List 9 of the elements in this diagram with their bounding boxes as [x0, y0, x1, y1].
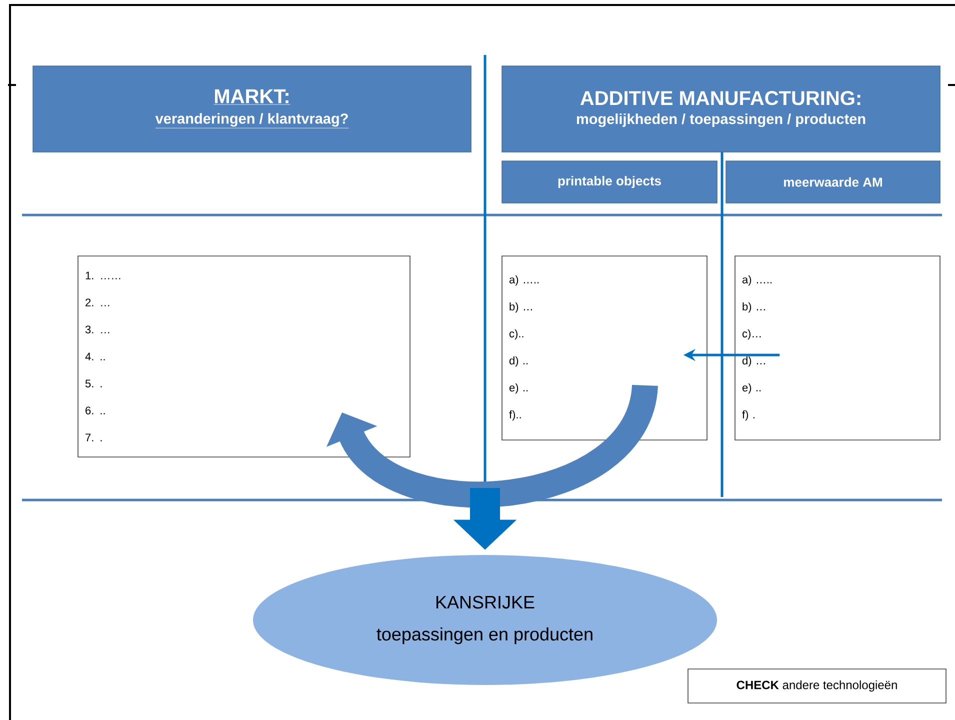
list-box: a) ….. b) … c)… d) … e) .. f) .: [734, 256, 940, 440]
arrow: [326, 382, 658, 508]
column-header-box: printable objects: [502, 160, 718, 204]
list-box: a) ….. b) … c).. d) .. e) .. f)..: [502, 256, 708, 440]
column-header-box: meerwaarde AM: [726, 160, 940, 204]
header-box: ADDITIVE MANUFACTURING: mogelijkheden / toepassingen / producten: [502, 66, 940, 152]
note-box: CHECK andere technologieën: [688, 668, 946, 704]
list-box: 1. …… 2. … 3. … 4. .. 5. . 6. .. 7. .: [78, 256, 410, 458]
header-box: MARKT: veranderingen / klantvraag?: [32, 66, 472, 152]
